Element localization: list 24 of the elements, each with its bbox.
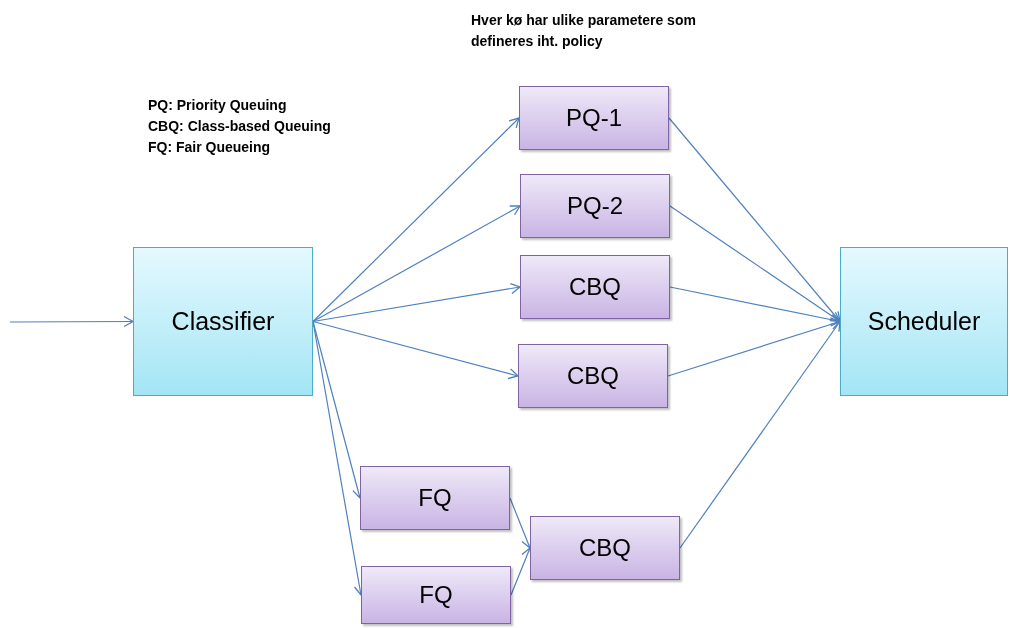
arrow [668,117,841,323]
queue-box: CBQ [518,344,668,408]
arrow [312,282,521,323]
note-text: Hver kø har ulike parametere som defineres iht. policy [471,11,697,51]
arrow [667,318,841,377]
arrow [312,320,519,380]
arrow [9,315,134,328]
arrow [669,205,841,323]
process-box: Scheduler [840,247,1008,396]
queue-box: PQ-1 [519,86,669,150]
queue-box: FQ [361,566,511,624]
arrow [312,117,520,323]
queue-box: PQ-2 [520,174,670,238]
queue-box: CBQ [520,255,670,319]
abbreviation-text: FQ: Fair Queueing [148,138,271,157]
arrow [312,205,521,323]
arrow [679,320,841,549]
queue-box: FQ [360,466,510,530]
abbreviation-text: PQ: Priority Queuing [148,96,287,115]
arrow [509,497,532,549]
arrow [510,547,532,596]
process-box: Classifier [133,247,313,396]
queue-box: CBQ [530,516,680,580]
abbreviation-text: CBQ: Class-based Queuing [148,117,331,136]
